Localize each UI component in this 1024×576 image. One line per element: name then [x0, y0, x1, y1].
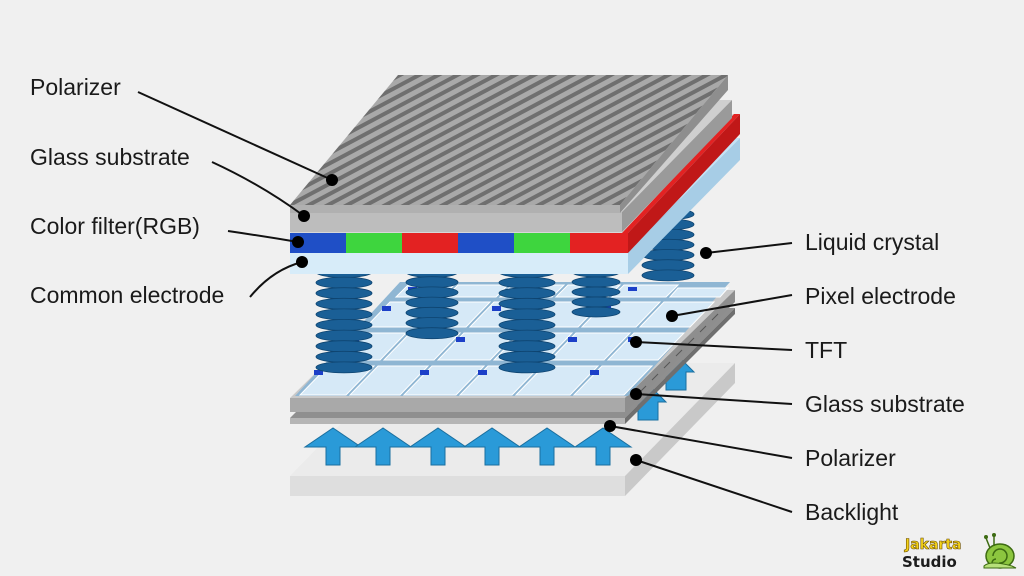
- watermark-line2: Studio: [902, 553, 957, 571]
- liquid-crystal-molecule: [498, 287, 556, 300]
- liquid-crystal-molecule: [498, 350, 556, 363]
- liquid-crystal-molecule: [571, 286, 621, 298]
- liquid-crystal-molecule: [498, 319, 556, 331]
- top-polarizer-layer: [290, 75, 728, 213]
- labels: Polarizer Glass substrate Color filter(R…: [30, 74, 965, 525]
- liquid-crystal-molecule: [571, 306, 621, 318]
- liquid-crystal-molecule: [405, 317, 459, 329]
- label-liquid-crystal: Liquid crystal: [805, 229, 939, 255]
- liquid-crystal-molecule: [641, 269, 695, 282]
- liquid-crystal-molecule: [641, 259, 695, 272]
- liquid-crystal-molecule: [498, 297, 556, 310]
- backlight-arrows-front: [303, 427, 633, 466]
- liquid-crystal-molecule: [498, 308, 556, 321]
- label-glass-substrate-bottom: Glass substrate: [805, 391, 965, 417]
- snail-icon: [983, 533, 1017, 569]
- liquid-crystal-molecule: [405, 327, 459, 340]
- liquid-crystal-molecule: [571, 296, 621, 308]
- label-pixel-electrode: Pixel electrode: [805, 283, 956, 309]
- label-common-electrode: Common electrode: [30, 282, 224, 308]
- label-backlight: Backlight: [805, 499, 899, 525]
- liquid-crystal-molecule: [498, 276, 556, 289]
- liquid-crystal-molecule: [315, 319, 373, 331]
- leader-dots: [292, 174, 712, 466]
- liquid-crystal-molecule: [315, 276, 373, 289]
- liquid-crystal-molecule: [315, 287, 373, 300]
- liquid-crystal-molecule: [315, 329, 373, 342]
- watermark-line1: Jakarta: [904, 537, 961, 553]
- label-tft: TFT: [805, 337, 847, 363]
- label-polarizer-bottom: Polarizer: [805, 445, 896, 471]
- liquid-crystal-molecule: [498, 329, 556, 342]
- liquid-crystal-molecule: [571, 276, 621, 288]
- label-color-filter: Color filter(RGB): [30, 213, 200, 239]
- leader-lines: [137, 91, 793, 513]
- liquid-crystal-molecule: [498, 340, 556, 353]
- liquid-crystal-molecule: [315, 350, 373, 363]
- liquid-crystal-molecule: [498, 361, 556, 374]
- liquid-crystal-molecule: [315, 297, 373, 310]
- liquid-crystal-molecule: [405, 286, 459, 299]
- watermark: Jakarta Studio: [902, 533, 1017, 571]
- label-polarizer-top: Polarizer: [30, 74, 121, 100]
- liquid-crystal-molecule: [315, 308, 373, 321]
- label-glass-substrate-top: Glass substrate: [30, 144, 190, 170]
- liquid-crystal-molecule: [315, 361, 373, 374]
- liquid-crystal-molecule: [405, 276, 459, 289]
- liquid-crystal-molecule: [405, 296, 459, 309]
- liquid-crystal-molecule: [315, 340, 373, 353]
- liquid-crystal-molecule: [405, 306, 459, 319]
